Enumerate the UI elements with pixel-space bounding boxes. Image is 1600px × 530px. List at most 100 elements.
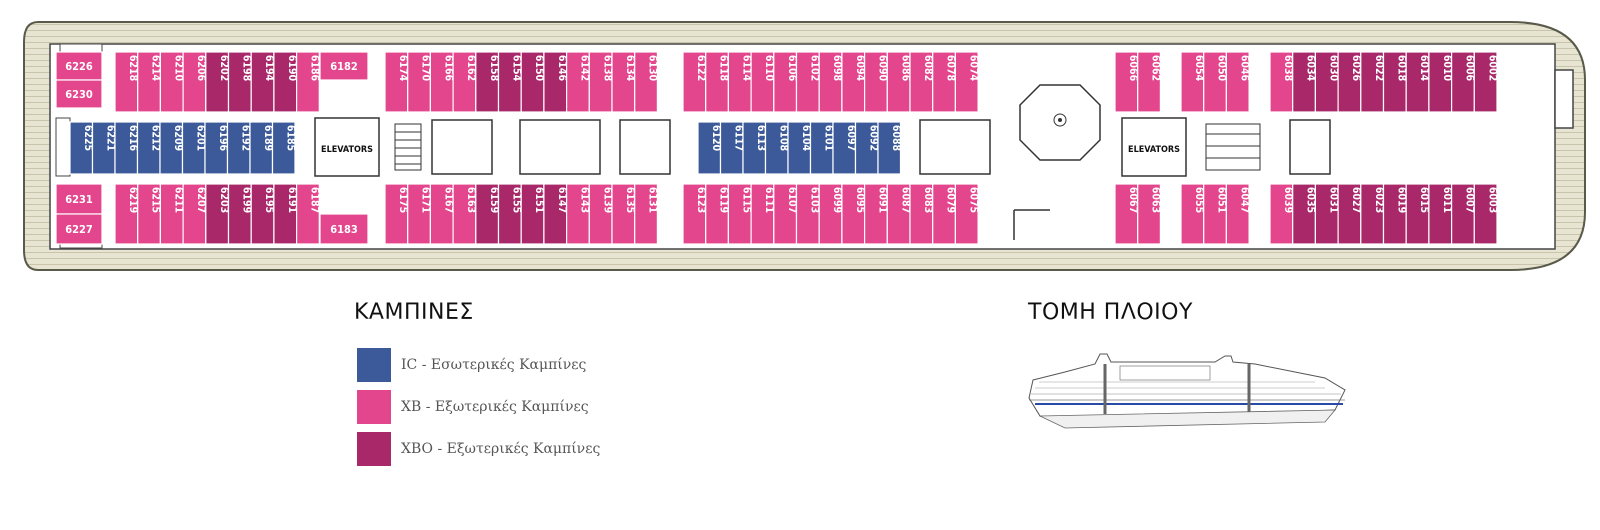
cabin-number: 6046 [1238, 55, 1250, 82]
cabin-6011: 6011 [1428, 183, 1453, 245]
cabin-6034: 6034 [1292, 51, 1317, 113]
cabin-6199: 6199 [227, 183, 253, 245]
cabin-number: 6022 [1373, 55, 1385, 81]
stair-left [394, 123, 422, 171]
cabin-6099: 6099 [818, 183, 843, 245]
cabin-6103: 6103 [795, 183, 821, 245]
cabin-number: 6038 [1282, 55, 1294, 81]
cabin-6203: 6203 [205, 183, 230, 245]
atrium [1019, 84, 1101, 161]
cabin-6122: 6122 [682, 51, 707, 113]
cabin-box [1225, 51, 1250, 113]
cabin-number: 6010 [1441, 55, 1453, 82]
cabin-6117: 6117 [719, 121, 744, 175]
cabin-number: 6231 [65, 193, 93, 206]
cabin-6151: 6151 [520, 183, 545, 245]
cabin-box [1225, 183, 1250, 245]
cabin-number: 6047 [1238, 187, 1250, 213]
cabin-6026: 6026 [1337, 51, 1362, 113]
cabin-number: 6083 [922, 187, 934, 213]
cabin-number: 6110 [763, 55, 775, 82]
cabin-6007: 6007 [1450, 183, 1476, 245]
cabin-number: 6150 [533, 55, 545, 82]
cabin-6083: 6083 [909, 183, 934, 245]
cabin-6154: 6154 [497, 51, 523, 113]
cabin-number: 6092 [867, 125, 879, 151]
cabin-number: 6221 [104, 125, 116, 151]
legend-label-xb: XB - Εξωτερικές Καμπίνες [401, 399, 589, 415]
cabin-6198: 6198 [227, 51, 253, 113]
cabin-box [55, 183, 103, 215]
cabin-6227: 6227 [55, 213, 103, 245]
cabin-6212: 6212 [136, 121, 161, 175]
cabin-6221: 6221 [91, 121, 116, 175]
cabin-box [296, 183, 320, 245]
cabin-number: 6187 [309, 187, 321, 213]
cabin-number: 6107 [786, 187, 798, 213]
cabin-number: 6120 [710, 125, 722, 152]
cabin-number: 6090 [877, 55, 889, 82]
cabin-6186: 6186 [296, 51, 321, 113]
cabin-number: 6170 [420, 55, 432, 82]
cabin-number: 6103 [809, 187, 821, 213]
cabin-6171: 6171 [407, 183, 432, 245]
cabin-number: 6111 [763, 187, 775, 213]
cabin-6102: 6102 [795, 51, 821, 113]
cabin-number: 6102 [809, 55, 821, 81]
cabin-6090: 6090 [863, 51, 889, 113]
cabin-number: 6143 [579, 187, 591, 213]
cabin-6170: 6170 [407, 51, 432, 113]
cabin-number: 6225 [82, 125, 94, 151]
cabin-6143: 6143 [565, 183, 591, 245]
cabin-6134: 6134 [611, 51, 636, 113]
cabin-6210: 6210 [159, 51, 184, 113]
cabin-number: 6185 [284, 125, 296, 151]
cabin-6218: 6218 [114, 51, 139, 113]
cabin-box [55, 79, 103, 109]
cabin-6135: 6135 [611, 183, 636, 245]
legend: IC - Εσωτερικές Καμπίνες XB - Εξωτερικές… [357, 348, 600, 474]
cabin-number: 6097 [845, 125, 857, 151]
cabin-number: 6219 [127, 187, 139, 213]
cabin-number: 6210 [172, 55, 184, 82]
cabin-6039: 6039 [1269, 183, 1294, 245]
cabin-number: 6167 [442, 187, 454, 213]
cabin-number: 6051 [1216, 187, 1228, 213]
cabin-6003: 6003 [1473, 183, 1498, 245]
cabin-6050: 6050 [1203, 51, 1228, 113]
stair-right [1205, 123, 1261, 171]
cabin-box [1137, 51, 1161, 113]
cabin-6216: 6216 [114, 121, 139, 175]
cabin-6158: 6158 [475, 51, 500, 113]
cabin-number: 6039 [1282, 187, 1294, 213]
cabin-6088: 6088 [877, 121, 902, 175]
cabin-number: 6227 [65, 223, 93, 236]
cabin-number: 6209 [172, 125, 184, 151]
cabin-box [954, 183, 979, 245]
cabin-6189: 6189 [249, 121, 274, 175]
cabin-6183: 6183 [319, 213, 369, 245]
cabin-box [55, 213, 103, 245]
cabin-number: 6067 [1127, 187, 1139, 213]
cabin-6035: 6035 [1292, 183, 1317, 245]
cabin-6194: 6194 [250, 51, 275, 113]
cabin-number: 6183 [330, 223, 358, 236]
cabin-6082: 6082 [909, 51, 934, 113]
cabin-number: 6203 [218, 187, 230, 213]
cabin-number: 6026 [1350, 55, 1362, 82]
cabin-6230: 6230 [55, 79, 103, 109]
cabin-number: 6078 [945, 55, 957, 81]
cabin-6104: 6104 [787, 121, 812, 175]
elevator-block-right [1121, 117, 1187, 177]
cabin-box [55, 51, 103, 81]
cabin-6142: 6142 [565, 51, 591, 113]
cabin-number: 6101 [822, 125, 834, 151]
cabin-box [877, 121, 902, 175]
cabin-6150: 6150 [520, 51, 545, 113]
cabin-number: 6003 [1486, 187, 1498, 213]
cabin-number: 6202 [218, 55, 230, 81]
cabin-number: 6074 [967, 55, 979, 82]
cabin-box [634, 183, 659, 245]
elevators-left-label: ELEVATORS [321, 145, 373, 155]
cabin-6067: 6067 [1114, 183, 1139, 245]
